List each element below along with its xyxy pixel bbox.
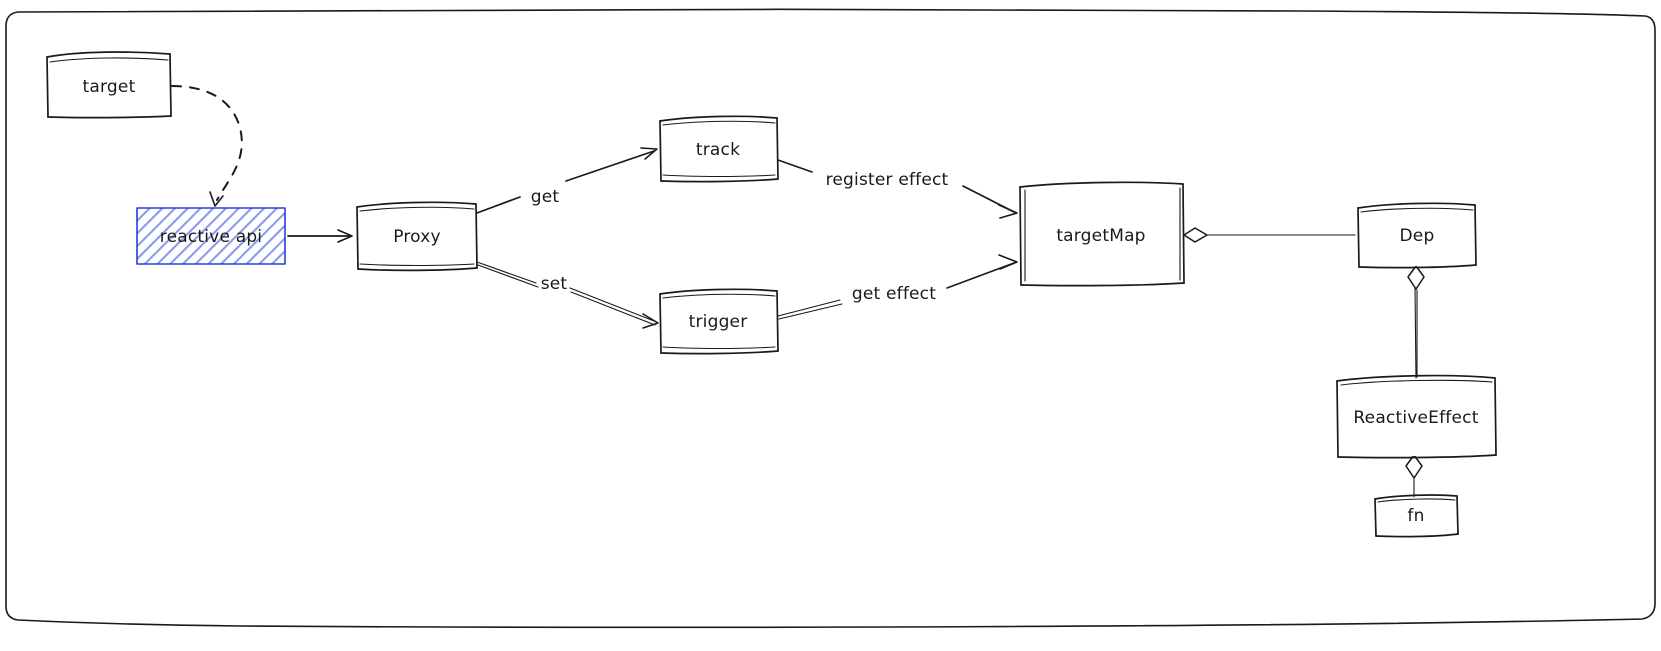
node-dep[interactable]: Dep: [1357, 202, 1477, 269]
aggregation-diamond-target-map: [1183, 227, 1208, 243]
node-label-target: target: [83, 77, 136, 97]
edge-target-map-to-dep: [1183, 227, 1356, 243]
node-track[interactable]: track: [659, 115, 779, 183]
edge-target-to-reactive-api: [171, 85, 243, 207]
canvas-frame: [5, 8, 1656, 629]
edge-track-to-target-map: register effect: [777, 159, 1018, 219]
node-label-dep: Dep: [1400, 226, 1435, 246]
node-reactive-api[interactable]: reactive api: [136, 207, 286, 265]
node-label-track: track: [696, 140, 740, 160]
edge-label-register-effect: register effect: [826, 170, 949, 190]
node-fn[interactable]: fn: [1374, 494, 1459, 538]
node-target[interactable]: target: [46, 51, 172, 119]
node-proxy[interactable]: Proxy: [356, 201, 478, 272]
node-label-reactive-effect: ReactiveEffect: [1353, 408, 1478, 428]
edge-label-set: set: [541, 274, 568, 294]
edge-label-get: get: [531, 187, 560, 207]
node-label-trigger: trigger: [689, 312, 748, 332]
edge-label-get-effect: get effect: [852, 284, 936, 304]
node-reactive-effect[interactable]: ReactiveEffect: [1336, 374, 1497, 459]
aggregation-diamond-reactive-effect: [1405, 454, 1423, 479]
node-label-target-map: targetMap: [1056, 226, 1145, 246]
edge-reactive-api-to-proxy: [287, 229, 353, 243]
aggregation-diamond-dep: [1407, 265, 1425, 290]
edge-dep-to-reactive-effect: [1407, 265, 1425, 379]
edge-trigger-to-target-map: get effect: [777, 254, 1018, 320]
node-label-proxy: Proxy: [393, 227, 441, 247]
node-trigger[interactable]: trigger: [659, 288, 779, 355]
edge-reactive-effect-to-fn: [1405, 454, 1423, 498]
node-target-map[interactable]: targetMap: [1019, 181, 1185, 287]
node-label-reactive-api: reactive api: [160, 227, 262, 247]
edge-proxy-to-trigger: set: [476, 261, 659, 329]
edge-proxy-to-track: get: [476, 147, 658, 214]
node-label-fn: fn: [1407, 506, 1424, 526]
